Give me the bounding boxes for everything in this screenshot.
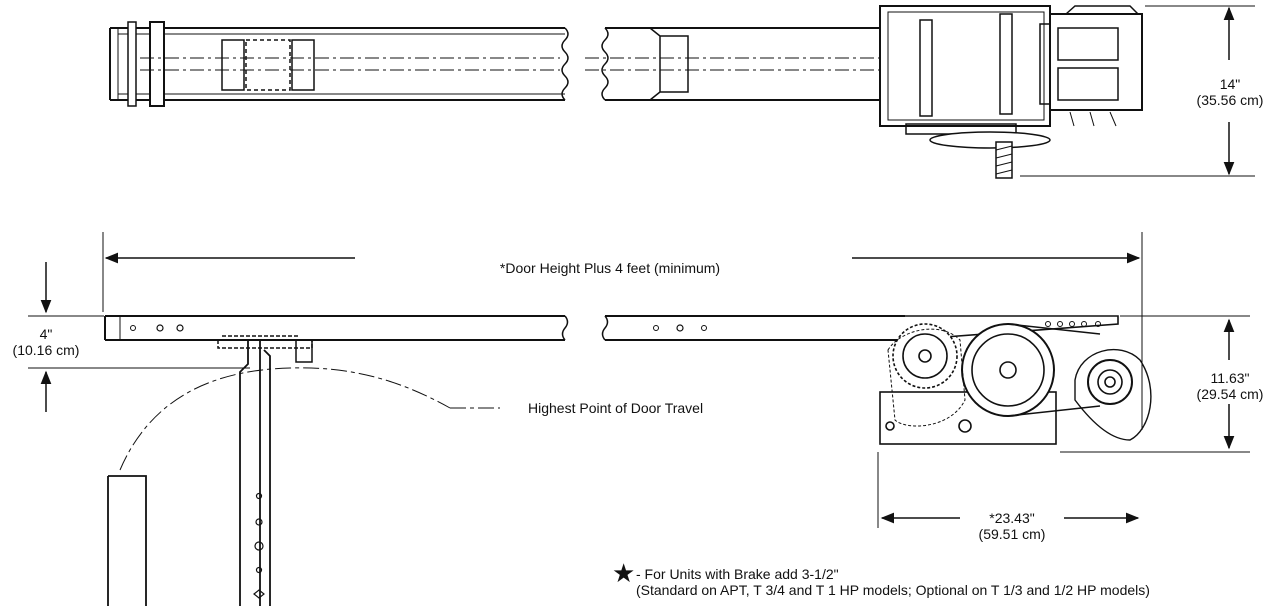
footnote-line1: - For Units with Brake add 3-1/2" xyxy=(636,566,839,582)
footnote-star-icon: ★ xyxy=(612,558,636,588)
motor-pulley xyxy=(1087,359,1133,405)
dim-1163-imperial: 11.63" xyxy=(1210,370,1250,386)
dim-4-metric: (10.16 cm) xyxy=(12,342,80,358)
dim-14-metric: (35.56 cm) xyxy=(1196,92,1264,108)
side-trolley xyxy=(217,335,313,349)
dim-2343-metric: (59.51 cm) xyxy=(978,526,1046,542)
trolley xyxy=(221,39,315,91)
top-rail-right xyxy=(605,27,880,101)
door-travel-arc xyxy=(119,367,451,471)
highest-point-label: Highest Point of Door Travel xyxy=(528,400,704,416)
main-pulley xyxy=(961,323,1055,417)
footnote-line2: (Standard on APT, T 3/4 and T 1 HP model… xyxy=(636,582,1150,598)
side-view xyxy=(28,232,1250,606)
top-view xyxy=(109,5,1255,179)
rail-length-label: *Door Height Plus 4 feet (minimum) xyxy=(499,260,721,276)
top-rail-left xyxy=(109,27,565,101)
door-arm xyxy=(239,339,271,606)
front-bracket xyxy=(149,21,165,107)
dim-2343-imperial: *23.43" xyxy=(989,510,1035,526)
dim-1163-metric: (29.54 cm) xyxy=(1196,386,1264,402)
side-rail-left xyxy=(104,315,565,341)
power-unit-side xyxy=(879,315,1152,445)
rail-connector xyxy=(649,27,689,101)
power-unit-top xyxy=(879,5,1143,179)
dim-14-imperial: 14" xyxy=(1219,76,1241,92)
side-rail-right xyxy=(605,315,905,341)
door-panel xyxy=(107,475,147,606)
dim-4-imperial: 4" xyxy=(39,326,53,342)
